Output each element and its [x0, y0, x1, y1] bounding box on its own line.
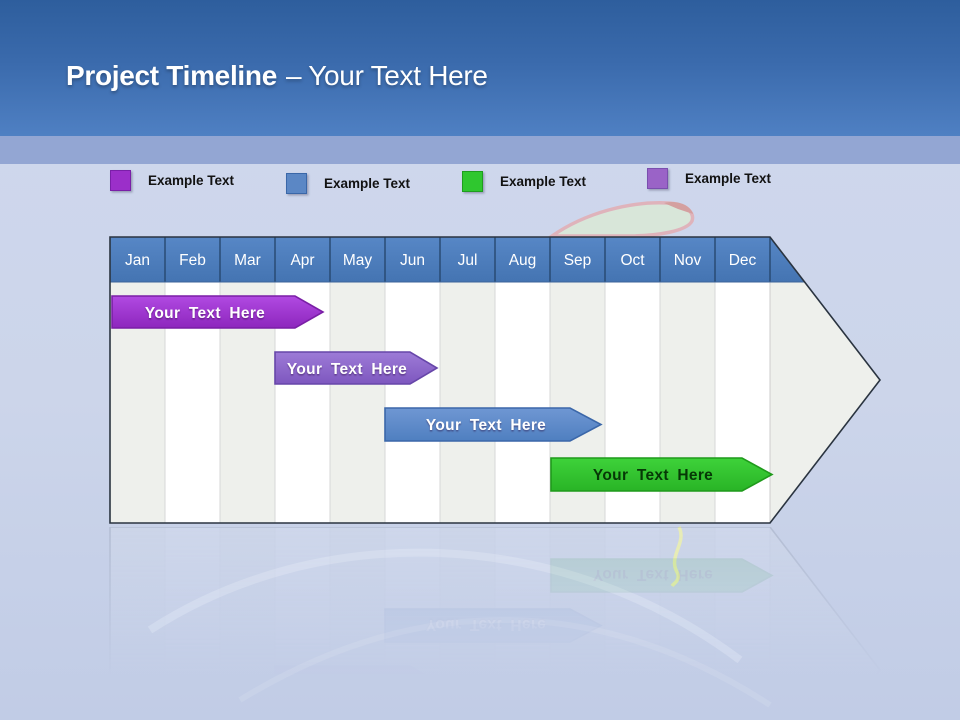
month-labels: Jan Feb Mar Apr May Jun Jul Aug Sep Oct …: [125, 252, 757, 269]
month-label: Jul: [458, 252, 478, 269]
month-label: Mar: [234, 252, 261, 269]
legend-item-2: Example Text: [286, 173, 410, 194]
legend-swatch-purple: [110, 170, 131, 191]
timeline-bar-3: Your Text Here: [384, 608, 603, 643]
kite-ghost-icon: [546, 201, 695, 238]
month-label: Nov: [674, 252, 702, 269]
timeline-bar-3: Your Text Here: [384, 407, 603, 442]
title-underband: [0, 136, 960, 164]
month-label: May: [343, 252, 373, 269]
timeline-bar-1: Your Text Here: [111, 295, 325, 329]
timeline-bar-label: Your Text Here: [426, 616, 546, 633]
title-band: Project Timeline – Your Text Here: [0, 0, 960, 136]
legend-label: Example Text: [500, 174, 587, 189]
timeline-bar-label: Your Text Here: [593, 467, 713, 484]
pennant-outline: [109, 236, 882, 524]
legend-swatch-green: [462, 171, 483, 192]
slide-title-bold: Project Timeline: [66, 60, 277, 91]
month-label: Dec: [729, 252, 757, 269]
timeline-bar-label: Your Text Here: [593, 566, 713, 583]
month-label: Apr: [290, 252, 314, 269]
legend-swatch-violet: [647, 168, 668, 189]
month-label: Aug: [509, 252, 537, 269]
month-label: Jan: [125, 252, 150, 269]
legend-item-4: Example Text: [647, 168, 771, 189]
timeline-bar-4: Your Text Here: [550, 558, 774, 593]
month-label: Jun: [400, 252, 425, 269]
slide-title: Project Timeline – Your Text Here: [66, 60, 488, 92]
month-label: Sep: [564, 252, 592, 269]
legend-swatch-blue: [286, 173, 307, 194]
pennant-outline: [109, 527, 882, 717]
legend-label: Example Text: [324, 176, 411, 191]
timeline-table: Jan Feb Mar Apr May Jun Jul Aug Sep Oct …: [109, 527, 882, 717]
legend-item-1: Example Text: [110, 170, 234, 191]
month-header-dividers: [164, 237, 771, 282]
timeline-bar-2: Your Text Here: [274, 665, 439, 699]
timeline-bar-label: Your Text Here: [287, 361, 407, 378]
timeline-bar-label: Your Text Here: [426, 417, 546, 434]
timeline-bar-4: Your Text Here: [550, 457, 774, 492]
slide-title-subtext: – Your Text Here: [285, 60, 488, 91]
month-label: Oct: [620, 252, 645, 269]
timeline-bar-label: Your Text Here: [145, 305, 265, 322]
table-reflection: Jan Feb Mar Apr May Jun Jul Aug Sep Oct …: [0, 527, 960, 717]
timeline-bar-2: Your Text Here: [274, 351, 439, 385]
legend-label: Example Text: [148, 173, 235, 188]
month-label: Feb: [179, 252, 206, 269]
legend-label: Example Text: [685, 171, 772, 186]
legend-item-3: Example Text: [462, 171, 586, 192]
background-arc: [147, 548, 743, 664]
timeline-bar-label: Your Text Here: [287, 672, 407, 689]
month-header-band: [110, 237, 820, 282]
